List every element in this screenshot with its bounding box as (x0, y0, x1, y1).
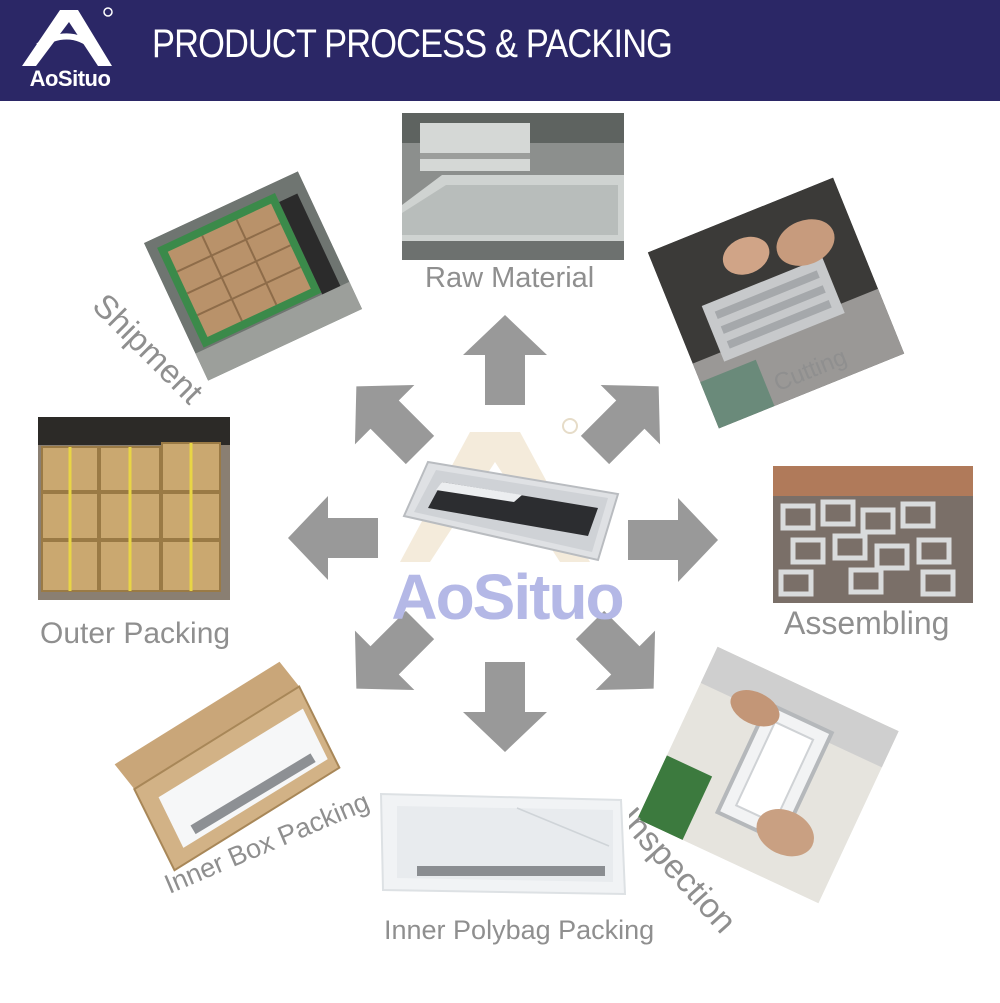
header-banner: AoSituo PRODUCT PROCESS & PACKING (0, 0, 1000, 101)
raw-material-photo (402, 113, 624, 260)
arrow-down (463, 662, 547, 752)
center-product-image (402, 460, 620, 562)
shipment-photo (143, 171, 363, 381)
arrow-left (288, 496, 378, 580)
center-brand-text: AoSituo (391, 561, 624, 633)
outer-packing-label: Outer Packing (40, 617, 231, 650)
inner-polybag-photo (377, 786, 629, 900)
page-title: PRODUCT PROCESS & PACKING (152, 22, 673, 66)
arrow-up (463, 315, 547, 405)
outer-packing-photo (38, 417, 230, 600)
brand-logo-text: AoSituo (29, 66, 111, 91)
inner-polybag-label: Inner Polybag Packing (384, 915, 655, 945)
assembling-photo (773, 466, 973, 603)
assembling-label: Assembling (784, 605, 950, 641)
inspection-photo (637, 646, 899, 904)
inner-box-photo (88, 642, 366, 890)
raw-material-label: Raw Material (425, 262, 595, 294)
brand-logo-icon (22, 7, 113, 66)
cutting-photo (647, 177, 905, 429)
